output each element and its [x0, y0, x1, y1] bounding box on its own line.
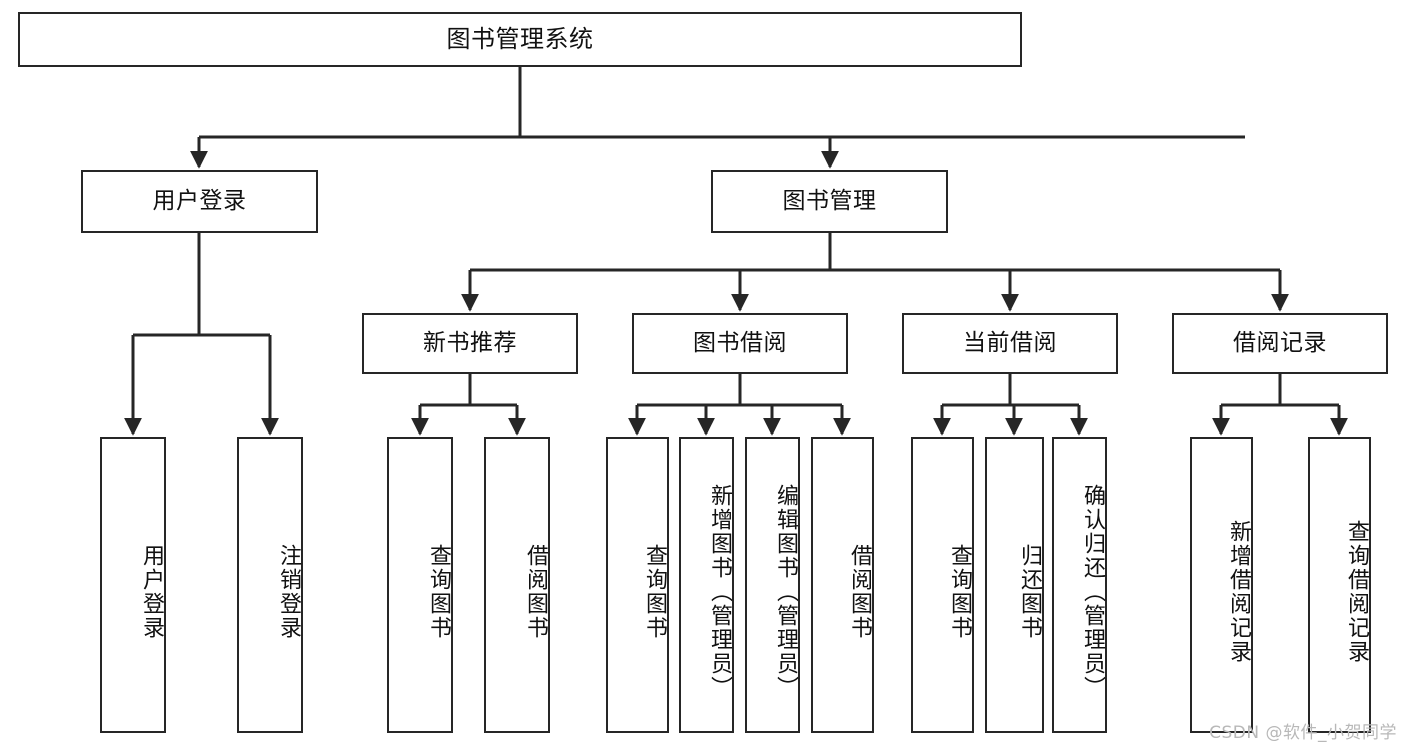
leaf-label: 归还图书 — [1017, 544, 1042, 640]
leaf-label: 借阅图书 — [847, 544, 872, 640]
leaf-confirm-return-admin[interactable]: 确认归还（管理员） — [1052, 437, 1107, 733]
csdn-watermark: CSDN @软件_小贺同学 — [1209, 723, 1397, 743]
node-new-book-recommend[interactable]: 新书推荐 — [362, 313, 578, 374]
leaf-return-book[interactable]: 归还图书 — [985, 437, 1044, 733]
leaf-user-login[interactable]: 用户登录 — [100, 437, 166, 733]
node-user-login[interactable]: 用户登录 — [81, 170, 318, 233]
leaf-add-book-admin[interactable]: 新增图书（管理员） — [679, 437, 734, 733]
leaf-query-book-current[interactable]: 查询图书 — [911, 437, 974, 733]
leaf-logout-login[interactable]: 注销登录 — [237, 437, 303, 733]
leaf-label: 查询借阅记录 — [1344, 520, 1369, 664]
node-current-borrow[interactable]: 当前借阅 — [902, 313, 1118, 374]
leaf-query-book-borrow[interactable]: 查询图书 — [606, 437, 669, 733]
leaf-label: 注销登录 — [276, 544, 301, 640]
leaf-query-book-newbook[interactable]: 查询图书 — [387, 437, 453, 733]
node-book-borrow[interactable]: 图书借阅 — [632, 313, 848, 374]
leaf-borrow-book-newbook[interactable]: 借阅图书 — [484, 437, 550, 733]
leaf-label: 查询图书 — [642, 544, 667, 640]
leaf-label: 新增图书（管理员） — [707, 484, 732, 700]
leaf-label: 新增借阅记录 — [1226, 520, 1251, 664]
leaf-label: 查询图书 — [426, 544, 451, 640]
leaf-label: 用户登录 — [139, 544, 164, 640]
leaf-edit-book-admin[interactable]: 编辑图书（管理员） — [745, 437, 800, 733]
leaf-label: 确认归还（管理员） — [1080, 484, 1105, 700]
node-root[interactable]: 图书管理系统 — [18, 12, 1022, 67]
leaf-query-borrow-record[interactable]: 查询借阅记录 — [1308, 437, 1371, 733]
node-borrow-record[interactable]: 借阅记录 — [1172, 313, 1388, 374]
leaf-borrow-book-borrow[interactable]: 借阅图书 — [811, 437, 874, 733]
leaf-label: 编辑图书（管理员） — [773, 484, 798, 700]
leaf-label: 借阅图书 — [523, 544, 548, 640]
node-book-manage[interactable]: 图书管理 — [711, 170, 948, 233]
leaf-add-borrow-record[interactable]: 新增借阅记录 — [1190, 437, 1253, 733]
leaf-label: 查询图书 — [947, 544, 972, 640]
